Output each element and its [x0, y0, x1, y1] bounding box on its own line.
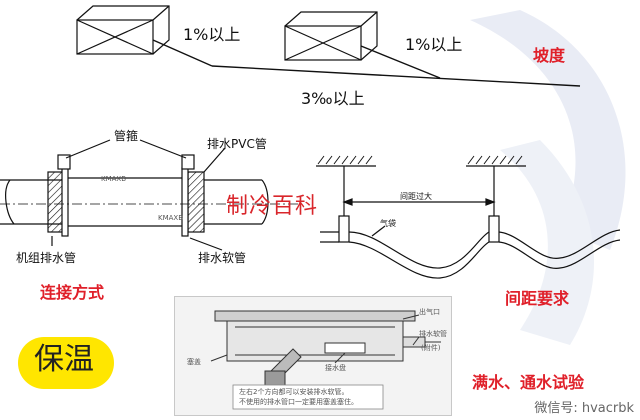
cap-tag: 塞盖 — [187, 358, 201, 366]
slope-title: 坡度 — [533, 46, 566, 65]
pvc-pipe-label: 排水PVC管 — [207, 137, 267, 151]
insulation-label: 保温 — [34, 342, 94, 377]
soft-pipe-label: 排水软管 — [198, 251, 247, 265]
insulation-badge — [18, 337, 114, 389]
note-2: 不使用的排水管口一定要用塞盖塞住。 — [239, 398, 358, 406]
drain-tray-sketch — [210, 310, 441, 410]
slope-right-label: 1%以上 — [405, 35, 463, 54]
unit-pipe-label: 机组排水管 — [16, 251, 77, 265]
bubble-label: 气袋 — [380, 219, 396, 228]
hose-tag-top: KMAXB — [101, 175, 127, 183]
tray-tag: 接水盘 — [325, 364, 346, 372]
drain-lines — [152, 39, 581, 87]
spacing-title: 间距要求 — [505, 289, 570, 308]
span-label: 间距过大 — [400, 192, 432, 201]
hose-tag: 排水软管 — [419, 330, 447, 338]
note-1: 左右2个方向都可以安装排水软管。 — [239, 388, 349, 396]
drain-tray-drawing: 出气口 排水软管 (附件) 塞盖 接水盘 左右2个方向都可以安装排水软管。 不使… — [174, 296, 452, 416]
vent-tag: 出气口 — [419, 308, 440, 316]
slope-left-label: 1%以上 — [183, 25, 241, 44]
wechat-watermark: 微信号: hvacrbk — [534, 401, 634, 416]
brand-text: 制冷百科 — [226, 194, 319, 219]
hose-tag-bottom: KMAXB — [158, 214, 184, 222]
attach-tag: (附件) — [421, 344, 441, 352]
slope-main-label: 3‰以上 — [301, 89, 365, 108]
connection-title: 连接方式 — [40, 283, 105, 302]
test-title: 满水、通水试验 — [472, 373, 585, 392]
clamp-label: 管箍 — [114, 129, 139, 143]
